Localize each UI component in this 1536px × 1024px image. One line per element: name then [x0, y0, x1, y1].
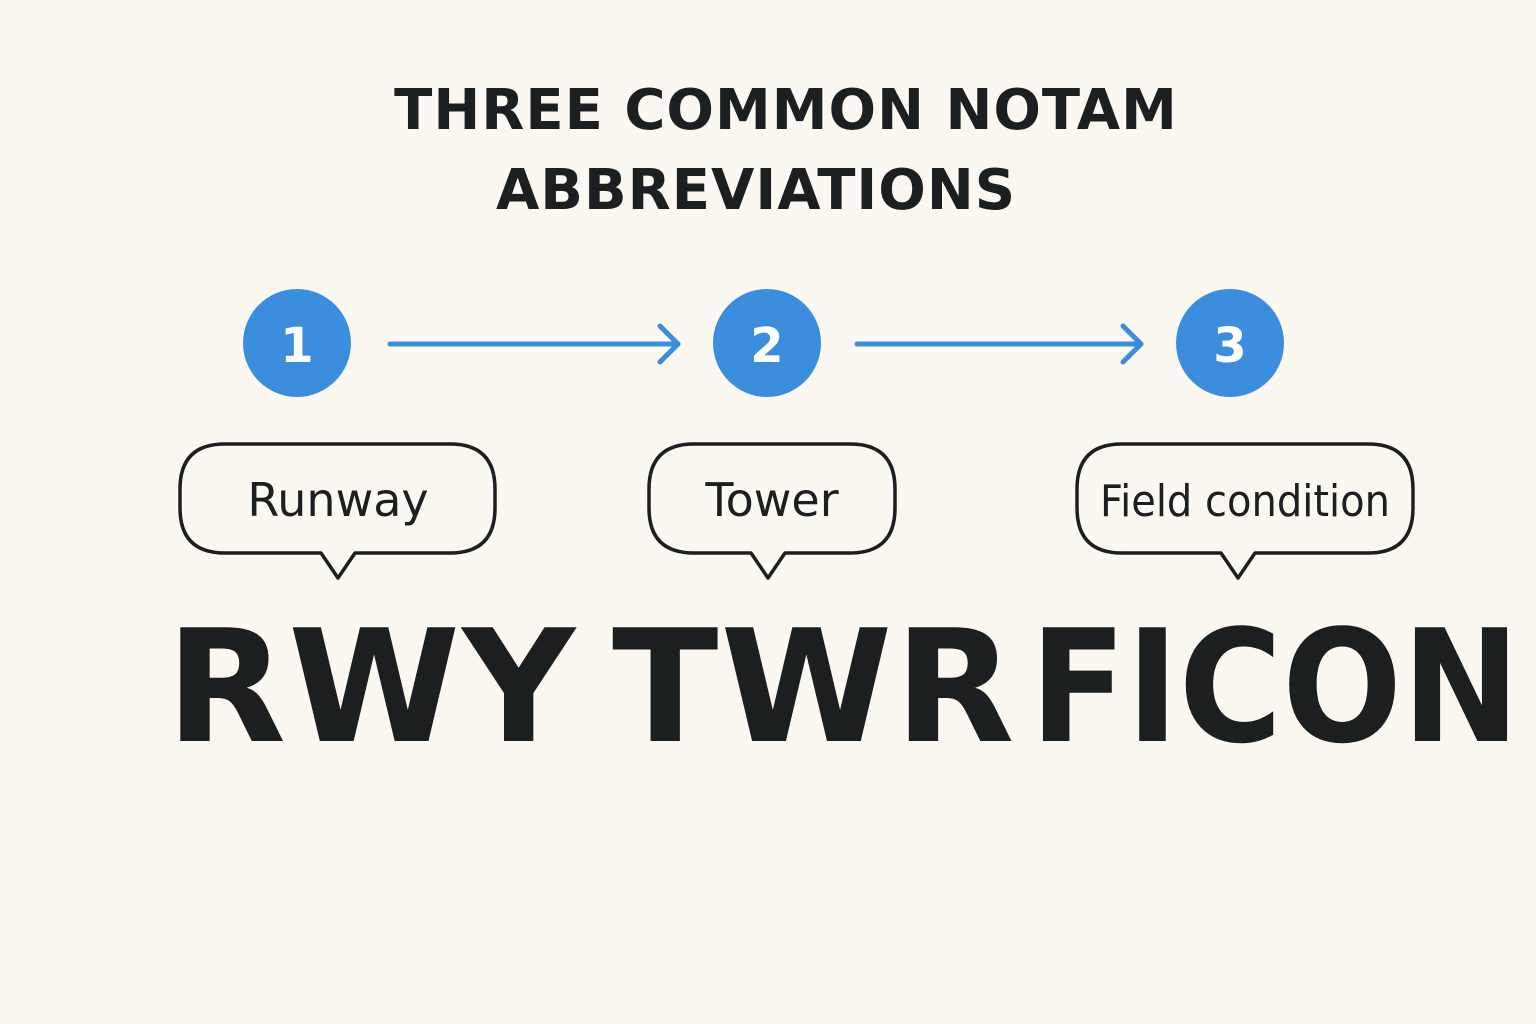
abbreviation-rwy: RWY: [166, 596, 578, 778]
step-1-number: 1: [280, 318, 313, 374]
step-3-number: 3: [1213, 318, 1246, 374]
arrow-1-to-2: [387, 323, 681, 365]
abbreviation-twr: TWR: [612, 596, 1017, 778]
step-1-bubble: Runway: [178, 442, 497, 580]
step-2-meaning: Tower: [704, 473, 838, 527]
step-3-meaning: Field condition: [1100, 476, 1390, 527]
arrow-2-to-3: [854, 323, 1144, 365]
step-3-badge: 3: [1176, 289, 1284, 397]
step-3-bubble: Field condition: [1075, 442, 1415, 580]
step-2-badge: 2: [713, 289, 821, 397]
step-1-meaning: Runway: [247, 473, 428, 527]
title-line-1: THREE COMMON NOTAM: [394, 78, 1178, 143]
step-2-bubble: Tower: [647, 442, 897, 580]
abbreviation-ficon: FICON: [1030, 596, 1520, 778]
step-1-badge: 1: [243, 289, 351, 397]
title-line-2: ABBREVIATIONS: [495, 158, 1017, 223]
step-2-number: 2: [750, 318, 783, 374]
